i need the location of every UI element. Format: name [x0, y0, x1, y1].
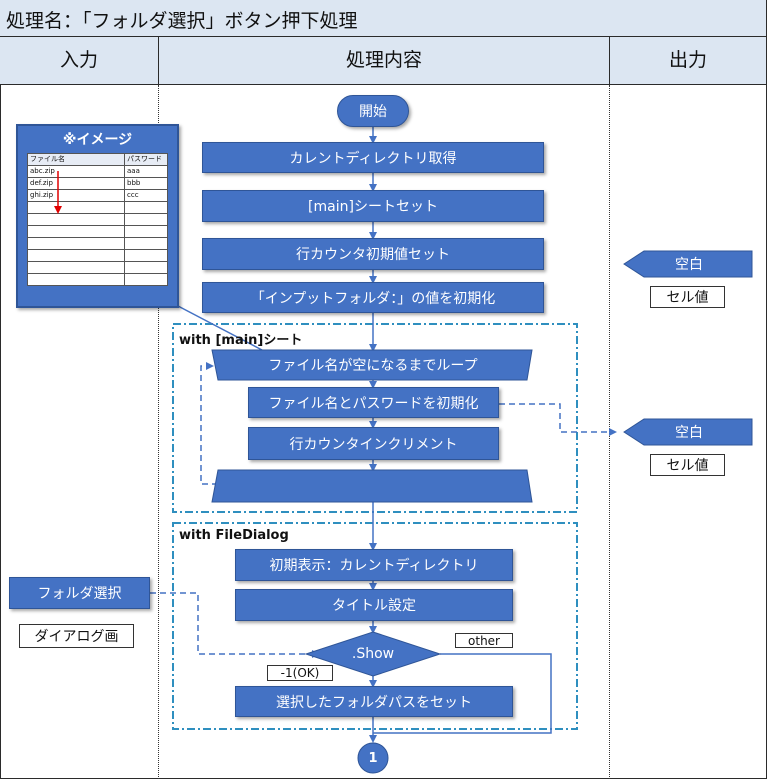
output-cell-value-2: セル値	[650, 454, 725, 476]
output-blank-1: 空白	[675, 257, 703, 273]
branch-other-label: other	[455, 633, 513, 648]
group-dialog-border	[172, 522, 578, 730]
table-cell: ccc	[124, 189, 168, 202]
show-decision-shape	[304, 631, 442, 677]
header-process: 処理内容	[345, 49, 422, 71]
table-row	[27, 213, 168, 226]
step-set-sheet: [main]シートセット	[202, 190, 544, 222]
branch-ok-label: -1(OK)	[267, 665, 333, 681]
connector-label: 1	[368, 750, 378, 766]
table-cell	[27, 273, 125, 286]
table-cell	[124, 237, 168, 250]
step-init-display: 初期表示：カレントディレクトリ	[235, 549, 513, 581]
page-title: 処理名：「フォルダ選択」ボタン押下処理	[6, 10, 358, 32]
group-sheet-border	[172, 323, 578, 513]
folder-select-button: フォルダ選択	[9, 577, 150, 609]
loop-start: ファイル名が空になるまでループ	[268, 358, 478, 374]
blank2-shape	[623, 418, 753, 446]
step-init-input: 「インプットフォルダ：」の値を初期化	[202, 282, 544, 313]
table-cell	[27, 225, 125, 238]
image-table-header-row: ファイル名 パスワード	[27, 153, 168, 166]
table-cell	[124, 225, 168, 238]
column-divider-1	[158, 85, 159, 779]
step-get-dir: カレントディレクトリ取得	[202, 142, 544, 173]
loop-end	[218, 470, 528, 502]
table-cell	[124, 273, 168, 286]
loop-end-shape	[211, 469, 533, 503]
table-cell: ghi.zip	[27, 189, 125, 202]
step-set-title: タイトル設定	[235, 589, 513, 621]
table-cell	[27, 249, 125, 262]
table-row	[27, 273, 168, 286]
title-bar: 処理名：「フォルダ選択」ボタン押下処理	[0, 0, 766, 37]
table-cell	[27, 201, 125, 214]
header-divider-2	[609, 37, 610, 84]
table-cell	[124, 213, 168, 226]
blank1-shape	[623, 250, 753, 278]
table-row	[27, 261, 168, 274]
table-row	[27, 237, 168, 250]
start-terminal: 開始	[337, 95, 409, 127]
table-cell: aaa	[124, 165, 168, 178]
header-divider-1	[158, 37, 159, 84]
table-cell	[27, 237, 125, 250]
output-cell-value-1: セル値	[650, 286, 725, 308]
show-decision: .Show	[351, 646, 395, 662]
step-init-counter: 行カウンタ初期値セット	[202, 238, 544, 270]
loop-start-shape	[211, 349, 533, 381]
step-set-path: 選択したフォルダパスをセット	[235, 686, 513, 717]
table-cell	[124, 261, 168, 274]
header-output: 出力	[668, 49, 707, 71]
table-row	[27, 201, 168, 214]
dialog-caption: ダイアログ画	[19, 624, 134, 648]
image-panel-title: ※イメージ	[62, 132, 133, 148]
column-header-row: 入力 処理内容 出力	[0, 37, 766, 85]
table-cell: def.zip	[27, 177, 125, 190]
header-input: 入力	[59, 49, 98, 71]
output-blank-2: 空白	[675, 425, 703, 441]
table-cell	[124, 249, 168, 262]
table-cell: bbb	[124, 177, 168, 190]
table-cell	[27, 213, 125, 226]
table-cell	[27, 261, 125, 274]
table-row	[27, 225, 168, 238]
group-dialog-label: with FileDialog	[179, 528, 289, 543]
image-table-header: ファイル名	[27, 153, 125, 166]
step-init-names: ファイル名とパスワードを初期化	[248, 387, 499, 418]
step-increment: 行カウンタインクリメント	[248, 427, 499, 460]
table-row	[27, 249, 168, 262]
table-cell: abc.zip	[27, 165, 125, 178]
table-cell	[124, 201, 168, 214]
group-sheet-label: with [main]シート	[179, 333, 303, 348]
image-table-header: パスワード	[124, 153, 168, 166]
connector-circle	[357, 742, 389, 774]
